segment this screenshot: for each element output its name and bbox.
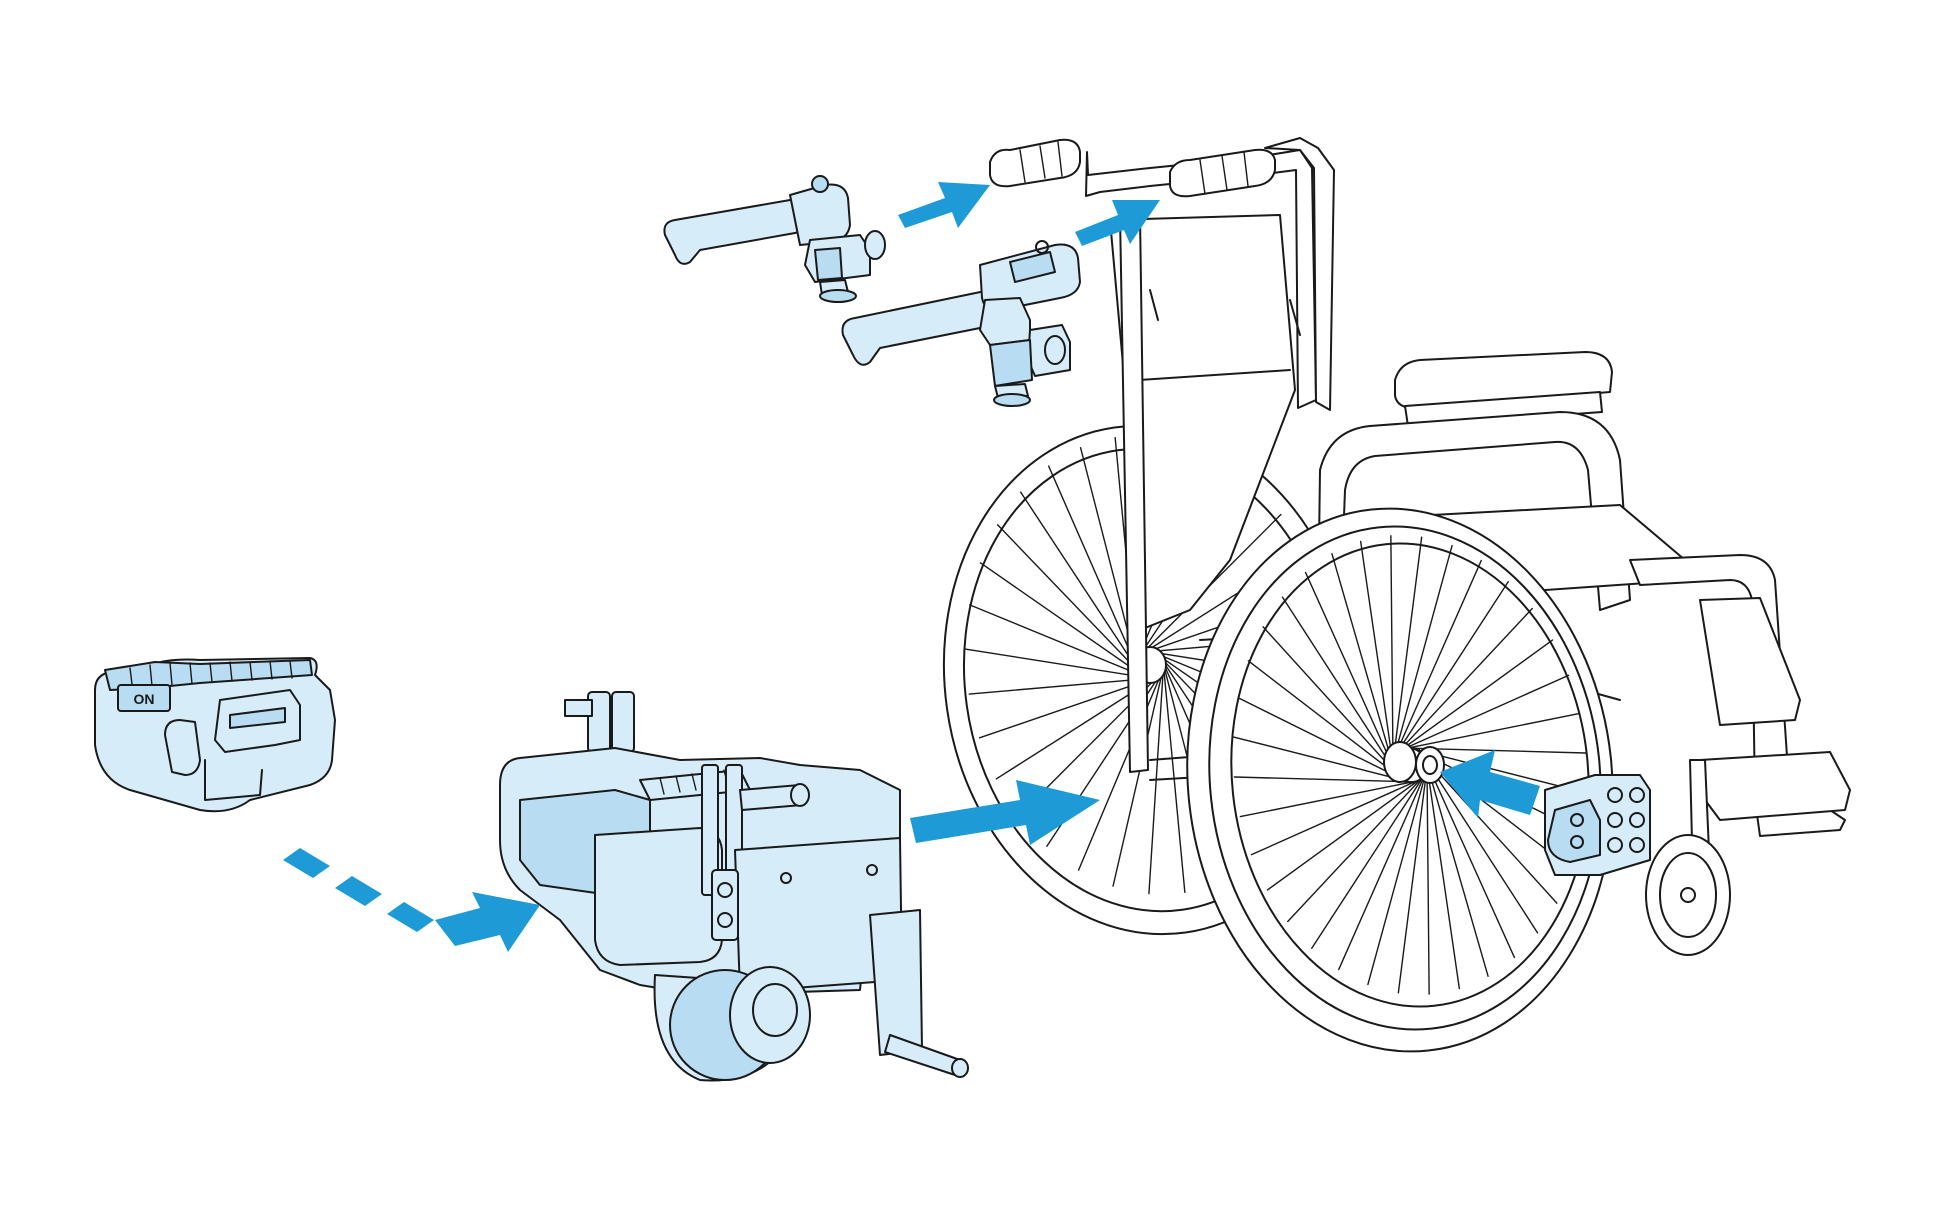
arrow-drive-unit	[910, 780, 1100, 845]
spoke	[1247, 660, 1408, 784]
spoke	[1148, 661, 1165, 895]
spoke	[1287, 773, 1427, 923]
spoke	[1237, 697, 1411, 784]
spoke	[1359, 540, 1396, 775]
spoke	[1019, 491, 1143, 678]
spoke	[1311, 770, 1428, 949]
front-wheel	[1186, 507, 1614, 1053]
spoke	[1397, 761, 1429, 994]
spoke	[1239, 779, 1420, 818]
arrow-grip-right	[1075, 200, 1160, 246]
spoke	[1393, 607, 1533, 757]
spoke	[1395, 639, 1554, 755]
arrow-battery-dash-1	[283, 848, 330, 878]
spoke	[1250, 778, 1423, 856]
spoke	[1112, 664, 1165, 887]
control-grip-right	[841, 240, 1081, 407]
mounting-bracket	[1544, 774, 1651, 876]
spoke	[1400, 712, 1581, 751]
spoke	[1367, 764, 1429, 986]
spoke	[1420, 750, 1516, 959]
spoke	[969, 604, 1151, 680]
spoke	[1233, 736, 1414, 784]
arrow-battery-head	[435, 892, 540, 952]
spoke	[968, 677, 1157, 695]
spoke	[1390, 535, 1394, 772]
spoke	[1077, 667, 1165, 871]
battery-pack: ON	[94, 657, 336, 813]
spoke	[1331, 553, 1397, 778]
arrow-battery-dash-3	[387, 902, 434, 932]
spoke	[1392, 581, 1509, 760]
control-grip-left	[663, 175, 886, 303]
spoke	[1047, 465, 1141, 676]
spoke	[1391, 544, 1453, 766]
battery-display-text: ON	[134, 691, 155, 707]
spoke	[1391, 536, 1423, 769]
battery-handle	[164, 719, 201, 776]
battery-display	[117, 684, 171, 712]
spoke	[979, 562, 1148, 680]
spoke	[1426, 758, 1430, 995]
arrow-battery-dash-2	[335, 876, 382, 906]
spoke	[1233, 776, 1417, 783]
spoke	[1262, 626, 1405, 783]
spoke	[1266, 775, 1425, 891]
drive-unit	[499, 691, 969, 1082]
spoke	[965, 648, 1154, 680]
spoke	[1391, 559, 1482, 763]
spoke	[1424, 755, 1461, 990]
arrow-grip-left	[898, 182, 990, 228]
assembly-arrows	[283, 182, 1540, 952]
spoke	[1397, 674, 1570, 752]
spoke	[1423, 752, 1489, 977]
chair-handgrips	[989, 138, 1276, 198]
spoke	[1281, 596, 1402, 782]
spoke	[1338, 767, 1429, 971]
arrow-bracket	[1440, 750, 1540, 818]
spoke	[1162, 658, 1186, 894]
spoke	[996, 524, 1146, 679]
spoke	[1304, 571, 1400, 780]
